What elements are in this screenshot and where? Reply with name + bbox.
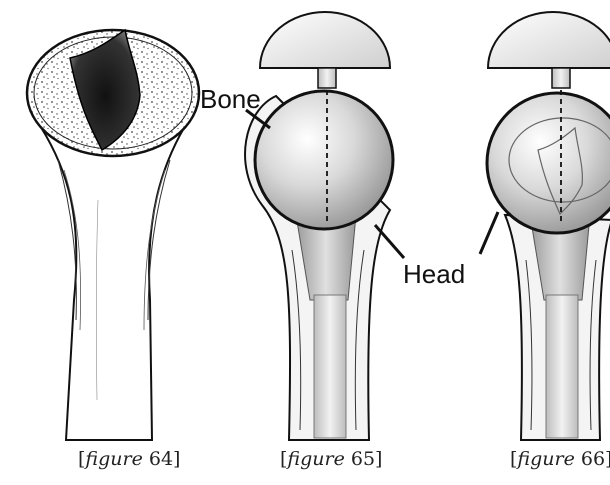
figure-64-caption: [figure 64] xyxy=(78,448,180,470)
cap-dome-65 xyxy=(260,12,390,68)
cap-dome-66 xyxy=(488,12,610,68)
figure-66-implant xyxy=(480,12,610,440)
figure-65-implant xyxy=(245,12,404,440)
head-leader-line-66 xyxy=(480,212,498,254)
figure-65-caption: [figure 65] xyxy=(280,448,382,470)
bone-shaft-64 xyxy=(35,118,190,440)
head-leader-line-65 xyxy=(375,225,404,258)
implant-head-66 xyxy=(487,93,610,233)
implant-head-65 xyxy=(255,91,393,229)
head-label: Head xyxy=(403,259,465,289)
implant-stem-65 xyxy=(314,295,346,438)
taper-post-65 xyxy=(318,68,336,88)
figure-64-bone xyxy=(27,30,199,440)
taper-post-66 xyxy=(552,68,570,88)
bone-label: Bone xyxy=(200,84,261,114)
figure-66-caption: [figure 66] xyxy=(510,448,610,470)
implant-stem-66 xyxy=(546,295,578,438)
